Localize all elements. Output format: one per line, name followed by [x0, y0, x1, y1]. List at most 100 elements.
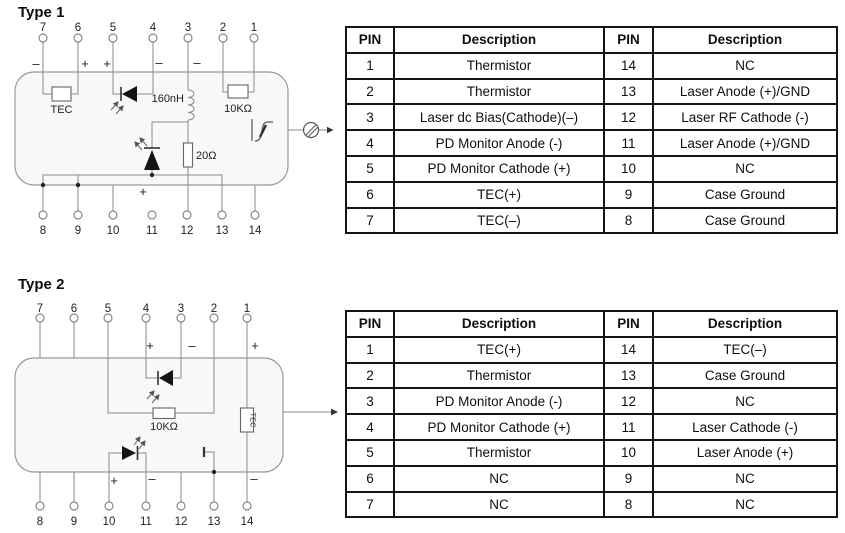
pin-label: 1: [244, 303, 250, 315]
description-cell: Laser Anode (+): [652, 438, 838, 467]
pin-cell: 11: [603, 129, 654, 157]
type1-fiber-coupler-icon: [302, 121, 334, 139]
pin-cell: 3: [345, 387, 395, 416]
table-row: 1 Thermistor 14 NC: [345, 51, 838, 80]
pin-label: 11: [146, 225, 158, 237]
description-cell: TEC(–): [652, 335, 838, 364]
pin-cell: 3: [345, 103, 395, 132]
pin-label: 7: [40, 22, 46, 34]
pin-label: 11: [140, 516, 152, 528]
type1-tec-box: [51, 86, 72, 102]
description-cell: PD Monitor Anode (-): [393, 129, 605, 157]
type1-title: Type 1: [18, 4, 65, 21]
pin-label: 8: [40, 225, 46, 237]
pin-cell: 7: [345, 206, 395, 235]
type2-junctions: [211, 469, 217, 475]
type2-output-arrow: [331, 408, 338, 416]
description-cell: NC: [652, 387, 838, 416]
description-cell: PD Monitor Cathode (+): [393, 154, 605, 183]
polarity-sign: –: [250, 471, 258, 486]
description-cell: Laser Cathode (-): [652, 413, 838, 441]
table-row: 2 Thermistor 13 Case Ground: [345, 361, 838, 390]
pin-cell: 9: [603, 180, 654, 209]
pin-cell: 14: [603, 335, 654, 364]
description-header: Description: [393, 26, 605, 54]
description-cell: Laser Anode (+)/GND: [652, 77, 838, 106]
description-cell: TEC(–): [393, 206, 605, 235]
table-row: 4 PD Monitor Cathode (+) 11 Laser Cathod…: [345, 413, 838, 441]
description-cell: Case Ground: [652, 206, 838, 235]
rf-resistor-label: 20Ω: [196, 150, 216, 162]
polarity-sign: +: [139, 184, 147, 199]
pin-cell: 8: [603, 206, 654, 235]
thermistor-label: 10KΩ: [150, 421, 178, 433]
pin-cell: 9: [603, 464, 654, 493]
description-cell: Case Ground: [652, 180, 838, 209]
pin-label: 13: [216, 225, 229, 237]
pin-label: 4: [143, 303, 150, 315]
pin-label: 2: [220, 22, 226, 34]
pin-header: PIN: [345, 310, 395, 338]
pin-label: 4: [150, 22, 157, 34]
polarity-sign: +: [251, 338, 259, 353]
description-cell: NC: [393, 464, 605, 493]
pin-label: 3: [178, 303, 184, 315]
type1-pin-table: PIN Description PIN Description 1 Thermi…: [345, 26, 838, 235]
pin-cell: 1: [345, 335, 395, 364]
tec-label: TEC: [249, 413, 258, 429]
description-cell: NC: [393, 490, 605, 519]
type1-wiring: [42, 42, 327, 211]
type2-wiring: [39, 322, 331, 502]
polarity-sign: +: [103, 56, 111, 71]
table-row: 1 TEC(+) 14 TEC(–): [345, 335, 838, 364]
description-cell: Laser Anode (+)/GND: [652, 129, 838, 157]
table-row: 5 PD Monitor Cathode (+) 10 NC: [345, 154, 838, 183]
description-header: Description: [393, 310, 605, 338]
table-header-row: PIN Description PIN Description: [345, 310, 838, 338]
type2-schematic: 7 6 5 4 3 2 1 8 9 10 11 12 13 14 + – + +…: [14, 303, 338, 528]
type1-rf-resistor-box: [182, 142, 194, 168]
pin-label: 6: [75, 22, 81, 34]
pin-cell: 6: [345, 464, 395, 493]
table-row: 7 TEC(–) 8 Case Ground: [345, 206, 838, 235]
pin-header: PIN: [603, 310, 654, 338]
tec-label: TEC: [51, 104, 73, 116]
pin-cell: 13: [603, 361, 654, 390]
pin-cell: 2: [345, 361, 395, 390]
table-row: 2 Thermistor 13 Laser Anode (+)/GND: [345, 77, 838, 106]
description-cell: TEC(+): [393, 180, 605, 209]
pin-cell: 5: [345, 438, 395, 467]
pin-header: PIN: [345, 26, 395, 54]
pin-header: PIN: [603, 26, 654, 54]
table-row: 6 TEC(+) 9 Case Ground: [345, 180, 838, 209]
pin-label: 9: [71, 516, 77, 528]
polarity-sign: –: [148, 471, 156, 486]
type2-thermistor-box: [152, 407, 176, 420]
polarity-sign: –: [193, 55, 201, 70]
description-cell: Thermistor: [393, 51, 605, 80]
description-cell: Thermistor: [393, 77, 605, 106]
description-cell: NC: [652, 490, 838, 519]
pin-label: 8: [37, 516, 43, 528]
table-header-row: PIN Description PIN Description: [345, 26, 838, 54]
pin-label: 9: [75, 225, 81, 237]
pin-label: 10: [107, 225, 120, 237]
type1-isolator-icon: [251, 119, 273, 142]
type2-tec-box: [239, 407, 255, 433]
table-row: 6 NC 9 NC: [345, 464, 838, 493]
type2-pin-table: PIN Description PIN Description 1 TEC(+)…: [345, 310, 838, 519]
type2-title: Type 2: [18, 276, 65, 293]
type1-schematic: 7 6 5 4 3 2 1 8 9 10 11 12 13 14 – + + –…: [14, 22, 334, 237]
description-cell: NC: [652, 154, 838, 183]
pin-cell: 1: [345, 51, 395, 80]
type2-pin-pads: [35, 313, 252, 511]
description-cell: Laser RF Cathode (-): [652, 103, 838, 132]
table-row: 4 PD Monitor Anode (-) 11 Laser Anode (+…: [345, 129, 838, 157]
pin-label: 14: [241, 516, 254, 528]
pin-label: 5: [105, 303, 111, 315]
table-row: 5 Thermistor 10 Laser Anode (+): [345, 438, 838, 467]
pin-label: 2: [211, 303, 217, 315]
type2-component-labels: 10KΩ TEC: [150, 413, 257, 434]
pin-label: 12: [175, 516, 188, 528]
